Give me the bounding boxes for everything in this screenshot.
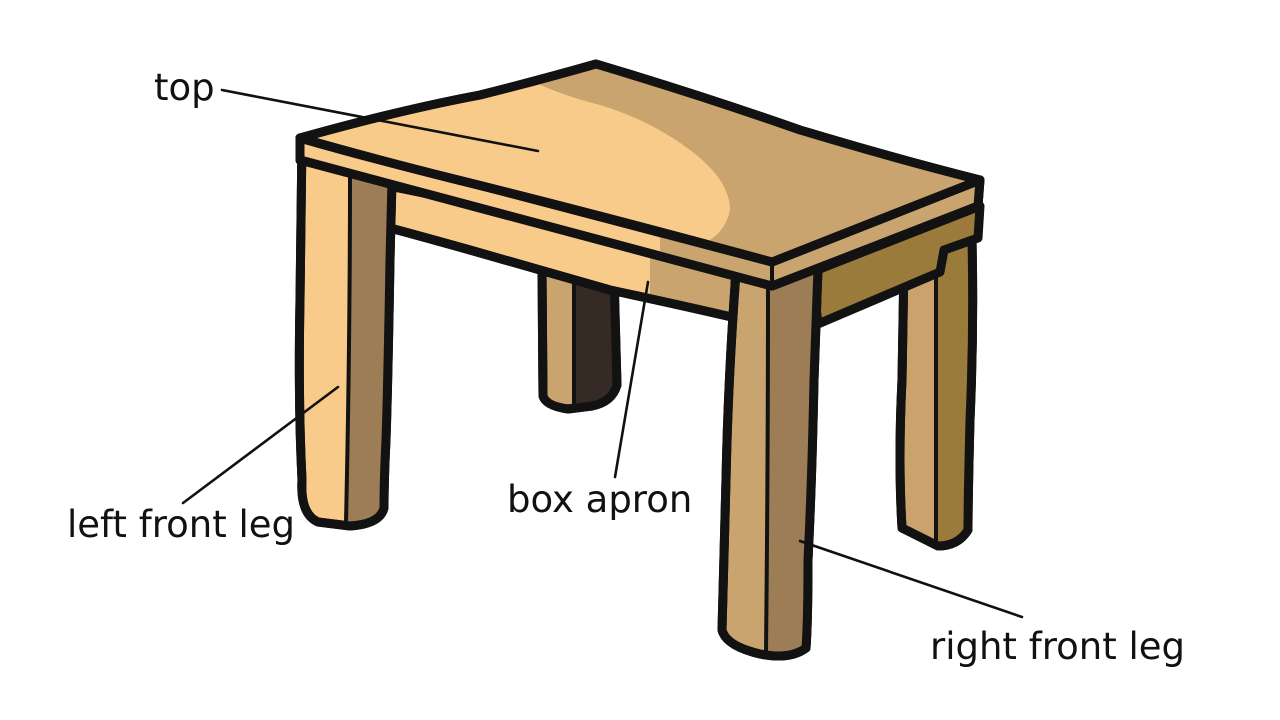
back-right-leg — [895, 235, 978, 551]
label-box-apron: box apron — [507, 478, 692, 521]
leader-line-left-front-leg — [181, 385, 340, 505]
leader-line-right-front-leg — [798, 539, 1024, 619]
right-front-leg-shape — [717, 263, 823, 661]
leader-line-box-apron — [613, 280, 650, 479]
top-surface — [295, 59, 985, 267]
leader-line-top — [220, 88, 540, 153]
label-right-front-leg: right front leg — [930, 625, 1185, 668]
label-top: top — [154, 66, 215, 109]
table-illustration — [294, 59, 985, 661]
left-front-leg-shape — [294, 135, 397, 531]
label-left-front-leg: left front leg — [67, 503, 295, 546]
back-left-leg — [537, 263, 622, 414]
